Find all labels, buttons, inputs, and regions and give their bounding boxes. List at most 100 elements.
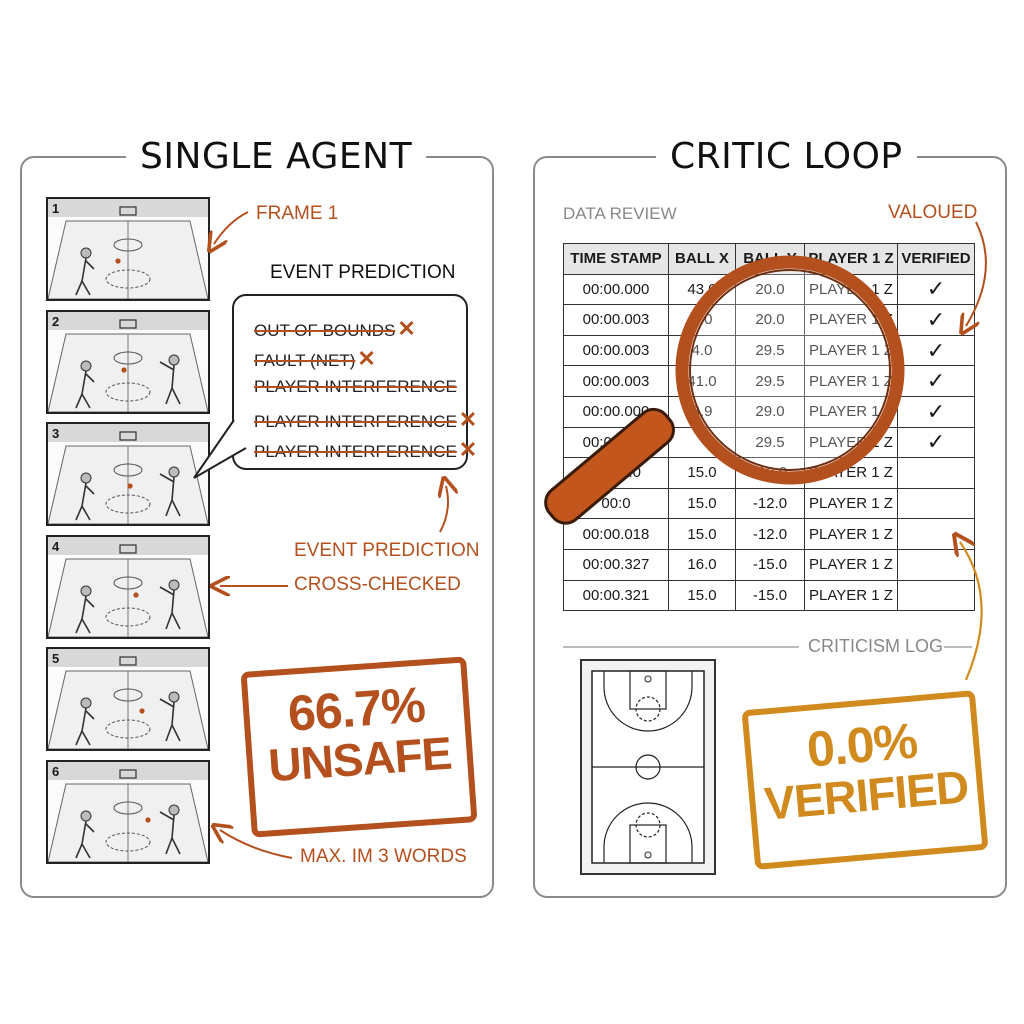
frame-number: 6 [52,764,60,779]
unsafe-stamp: 66.7% UNSAFE [240,656,478,838]
data-review-label: DATA REVIEW [563,204,677,223]
frame-1-annotation: FRAME 1 [256,203,339,224]
verified-check-cell: ✓ [897,426,975,459]
table-cell: 29.5 [735,426,805,459]
column-header: TIME STAMP [563,243,669,275]
event-item: FAULT (NET)✕ [254,346,376,371]
event-prediction-bubble: OUT OF BOUNDS✕ FAULT (NET)✕ PLAYER INTER… [232,294,477,470]
verified-check-cell [897,518,975,550]
table-cell: PLAYER 1 Z [804,579,898,612]
table-cell: 00:00.0 [563,457,669,489]
table-cell: 00:00.321 [563,579,669,612]
table-cell: 20.0 [735,304,805,336]
verified-check-cell [897,548,975,581]
table-cell: 00:00.003 [563,334,669,367]
table-cell: 15.0 [668,518,736,550]
table-cell: PLAYER 1 Z [804,334,898,367]
video-frame-3: 3 [46,422,210,526]
video-frame-5: 5 [46,647,210,751]
table-cell: 20.0 [735,273,805,306]
table-cell: 3.9 [668,395,736,428]
video-frame-1: 1 [46,197,210,301]
valoued-label: VALOUED [888,202,978,223]
unsafe-label: UNSAFE [266,726,453,792]
table-cell: 29.0 [735,395,805,428]
table-cell: PLAYER 1 Z [804,457,898,489]
verified-check-cell: ✓ [897,395,975,428]
table-cell: 00:00.003 [563,365,669,397]
max-words-annotation: MAX. IM 3 WORDS [300,846,467,867]
table-cell: 16.0 [668,548,736,581]
table-cell: 15.0 [668,487,736,520]
video-frame-2: 2 [46,310,210,414]
frame-number: 4 [52,539,60,554]
column-header: BALL X [668,243,736,275]
critic-loop-title: CRITIC LOOP [656,136,917,178]
event-prediction-annotation: EVENT PREDICTION [294,540,480,561]
criticism-divider [944,646,972,648]
frame-number: 1 [52,201,60,216]
data-review-table: TIME STAMP BALL X BALL Y PLAYER 1 Z VERI… [563,243,975,612]
table-cell: 00:00.000 [563,395,669,428]
table-cell: PLAYER 1 Z [804,273,898,306]
table-cell: PLAYER 1 Z [804,518,898,550]
table-cell: -12.0 [735,518,805,550]
x-mark-icon: ✕ [357,346,376,371]
frame-number: 2 [52,314,60,329]
table-cell: -15.0 [735,548,805,581]
column-header: BALL Y [735,243,805,275]
event-prediction-title: EVENT PREDICTION [270,262,456,283]
cross-checked-annotation: CROSS-CHECKED [294,574,461,595]
court-diagram [580,659,716,875]
table-cell: 29.5 [735,334,805,367]
single-agent-title: SINGLE AGENT [126,136,427,178]
column-header: VERIFIED [897,243,975,275]
video-frame-6: 6 [46,760,210,864]
court-sketch-icon [48,762,208,862]
table-cell: 00:00.000 [563,273,669,306]
court-sketch-icon [48,199,208,299]
table-cell: 00:00.327 [563,548,669,581]
verified-stamp: 0.0% VERIFIED [741,690,989,870]
verified-check-cell: ✓ [897,304,975,336]
table-cell: 29.5 [735,365,805,397]
video-frame-4: 4 [46,535,210,639]
table-cell: 41.0 [668,365,736,397]
table-cell: 4.0 [668,304,736,336]
table-cell: -12.0 [735,487,805,520]
verified-check-cell: ✓ [897,334,975,367]
verified-check-cell [897,487,975,520]
court-sketch-icon [48,424,208,524]
basketball-court-icon [591,670,705,864]
table-cell: 15.0 [668,457,736,489]
verified-check-cell: ✓ [897,365,975,397]
table-cell: PLAYER 1 Z [804,487,898,520]
verified-check-cell: ✓ [897,273,975,306]
x-mark-icon: ✕ [458,407,478,432]
event-item: OUT OF BOUNDS✕ [254,316,416,341]
table-cell: 00:00.009 [563,426,669,459]
table-cell: PLAYER 1 Z [804,395,898,428]
verified-check-cell [897,457,975,489]
frame-number: 5 [52,651,60,666]
court-sketch-icon [48,537,208,637]
table-cell: 4.0 [668,334,736,367]
frame-number: 3 [52,426,60,441]
table-cell: PLAYER 1 Z [804,548,898,581]
table-cell: -15.0 [735,579,805,612]
court-sketch-icon [48,649,208,749]
table-cell: -12.0 [735,457,805,489]
table-cell: PLAYER 1 Z [804,304,898,336]
table-cell [668,426,736,459]
table-cell: 15.0 [668,579,736,612]
table-cell: 00:00.018 [563,518,669,550]
